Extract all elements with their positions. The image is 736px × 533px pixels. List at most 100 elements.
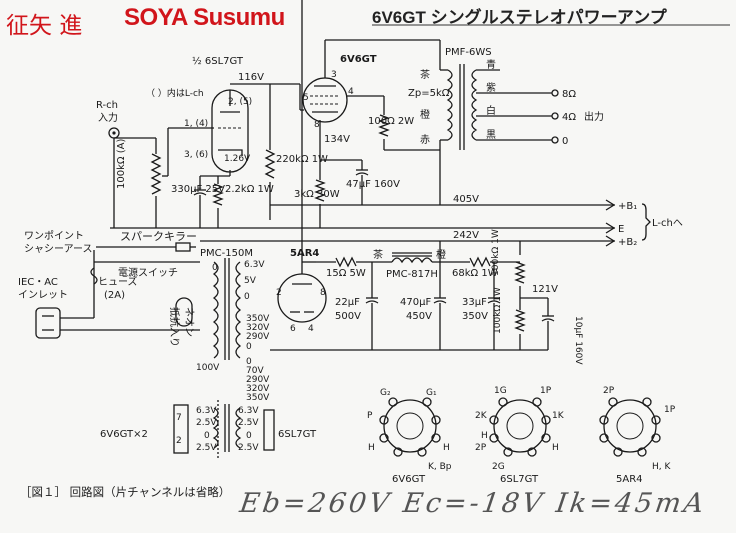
pin-5ar4-hk: H, K <box>652 462 671 472</box>
cap-22u-value: 22μF <box>335 297 360 308</box>
primary-tap-brown: 茶 <box>420 68 430 81</box>
output-transformer-symbol <box>446 64 478 150</box>
one-point-label: ワンポイント <box>24 230 84 242</box>
rail-e-label: E <box>618 224 624 235</box>
output-cathode-voltage: 134V <box>324 134 350 145</box>
pin-5ar4-2p: 2P <box>603 386 615 396</box>
svg-text:2.5V: 2.5V <box>238 418 259 428</box>
pin-6sl7-1p: 1P <box>540 386 552 396</box>
cap-330u-label: 330μF 25V <box>171 184 225 195</box>
heater-63v-tap: 6.3V <box>244 260 265 270</box>
power-switch-label: 電源スイッチ <box>118 266 178 279</box>
choke-tap-brown: 茶 <box>373 248 383 261</box>
tap-290v-upper: 290V <box>246 332 270 342</box>
choke-tap-orange: 橙 <box>436 248 446 261</box>
svg-text:3: 3 <box>331 70 337 80</box>
output-label: 出力 <box>584 110 604 123</box>
page-headline: 6V6GT シングルステレオパワーアンプ <box>372 8 667 27</box>
svg-text:4: 4 <box>348 87 354 97</box>
fuse-rating-label: (2A) <box>104 290 125 301</box>
cap-470u-voltage: 450V <box>406 311 432 322</box>
pin-6sl7-2p: 2P <box>475 443 487 453</box>
heater-5v-tap: 5V <box>244 276 257 286</box>
tap-350v-upper: 350V <box>246 314 270 324</box>
resistor-2k2-symbol <box>212 183 224 206</box>
heater-tap-0: 0 <box>204 431 210 441</box>
svg-text:6.3V: 6.3V <box>238 406 259 416</box>
volume-pot-symbol <box>150 153 162 195</box>
volume-pot-label: 100kΩ (A) <box>116 139 127 189</box>
pin-6v6-g2: G₂ <box>380 388 391 398</box>
spark-killer-label: スパークキラー <box>120 230 197 243</box>
heater-switch-right <box>263 409 275 451</box>
choke-label: PMC-817H <box>386 269 438 280</box>
rail-lch-label: L-chへ <box>652 218 683 229</box>
cap-33u-voltage: 350V <box>462 311 488 322</box>
svg-text:5: 5 <box>303 93 309 103</box>
output-0-label: 0 <box>562 136 568 147</box>
pinout-5ar4 <box>599 397 661 457</box>
fuse-label: ヒューズ <box>98 275 138 288</box>
iec-inlet-label-1: IEC・AC <box>18 277 58 288</box>
resistor-2k2-label: 2.2kΩ 1W <box>225 184 274 195</box>
rectifier-tube-label: 5AR4 <box>290 248 319 259</box>
cap-47u-label: 47μF 160V <box>346 179 400 190</box>
driver-tube-symbol <box>211 89 249 173</box>
author-name-english: SOYA Susumu <box>124 4 285 31</box>
heater-tap-63v: 6.3V <box>196 406 217 416</box>
pin-6v6-k: K, Bp <box>428 462 452 472</box>
pin-6v6-g1: G₁ <box>426 388 437 398</box>
primary-100v-label: 100V <box>196 363 220 373</box>
primary-tap-red: 赤 <box>420 134 430 146</box>
driver-pin-grid: 1, (4) <box>184 119 208 129</box>
spark-killer-symbol <box>175 242 191 252</box>
tap-70v-lower: 70V <box>246 366 264 376</box>
pin-6sl7-1g: 1G <box>494 386 507 396</box>
pinout-5ar4-name: 5AR4 <box>616 474 643 485</box>
pin-6v6-h1: H <box>368 443 375 453</box>
cap-22u-voltage: 500V <box>335 311 361 322</box>
pin-6sl7-1k: 1K <box>552 411 565 421</box>
svg-text:6: 6 <box>290 324 296 334</box>
pin-6sl7-h1: H <box>481 431 488 441</box>
secondary-tap-white: 白 <box>486 104 496 117</box>
author-name-japanese: 征矢 進 <box>6 13 83 39</box>
pinout-6v6gt <box>379 397 441 457</box>
svg-text:2: 2 <box>276 288 282 298</box>
output-4ohm-label: 4Ω <box>562 112 576 123</box>
primary-tap-orange: 橙 <box>420 108 430 121</box>
resistor-220k-symbol <box>264 149 276 179</box>
resistor-15-symbol <box>335 256 357 268</box>
neon-label-2: ネオン <box>183 307 195 337</box>
svg-text:7: 7 <box>176 413 182 423</box>
tap-350v-lower: 350V <box>246 393 270 403</box>
heater-transformer-symbol <box>212 404 242 452</box>
chassis-earth-label: シャシーアース <box>24 244 93 255</box>
pinout-6v6-name: 6V6GT <box>392 474 426 485</box>
svg-text:4: 4 <box>308 324 314 334</box>
rectifier-tube-symbol <box>277 273 327 323</box>
pin-6sl7-2k: 2K <box>475 411 488 421</box>
handwritten-note: Eb=260V Ec=-18V Ik=45mA <box>237 488 709 519</box>
heater-0-tap: 0 <box>244 292 250 302</box>
secondary-tap-purple: 紫 <box>486 82 496 94</box>
resistor-15-label: 15Ω 5W <box>326 268 366 279</box>
power-transformer-symbol <box>212 258 242 360</box>
input-channel-label: R-ch <box>96 100 118 111</box>
tap-0-lower: 0 <box>246 357 252 367</box>
svg-text:0: 0 <box>212 263 218 273</box>
rail-b1-label: +B₁ <box>618 201 637 212</box>
divider-121v-label: 121V <box>532 284 558 295</box>
resistor-68k-label: 68kΩ 1W <box>452 268 498 279</box>
tap-320v-lower: 320V <box>246 384 270 394</box>
resistor-100-label: 100Ω 2W <box>368 116 414 127</box>
power-transformer-label: PMC-150M <box>200 248 253 259</box>
heater-tube-right-label: 6SL7GT <box>278 429 317 440</box>
secondary-tap-blue: 青 <box>486 58 496 71</box>
pin-6sl7-h2: H <box>552 443 559 453</box>
resistor-68k-symbol <box>469 256 491 268</box>
cap-33u-value: 33μF <box>462 297 487 308</box>
tap-0-upper: 0 <box>246 342 252 352</box>
